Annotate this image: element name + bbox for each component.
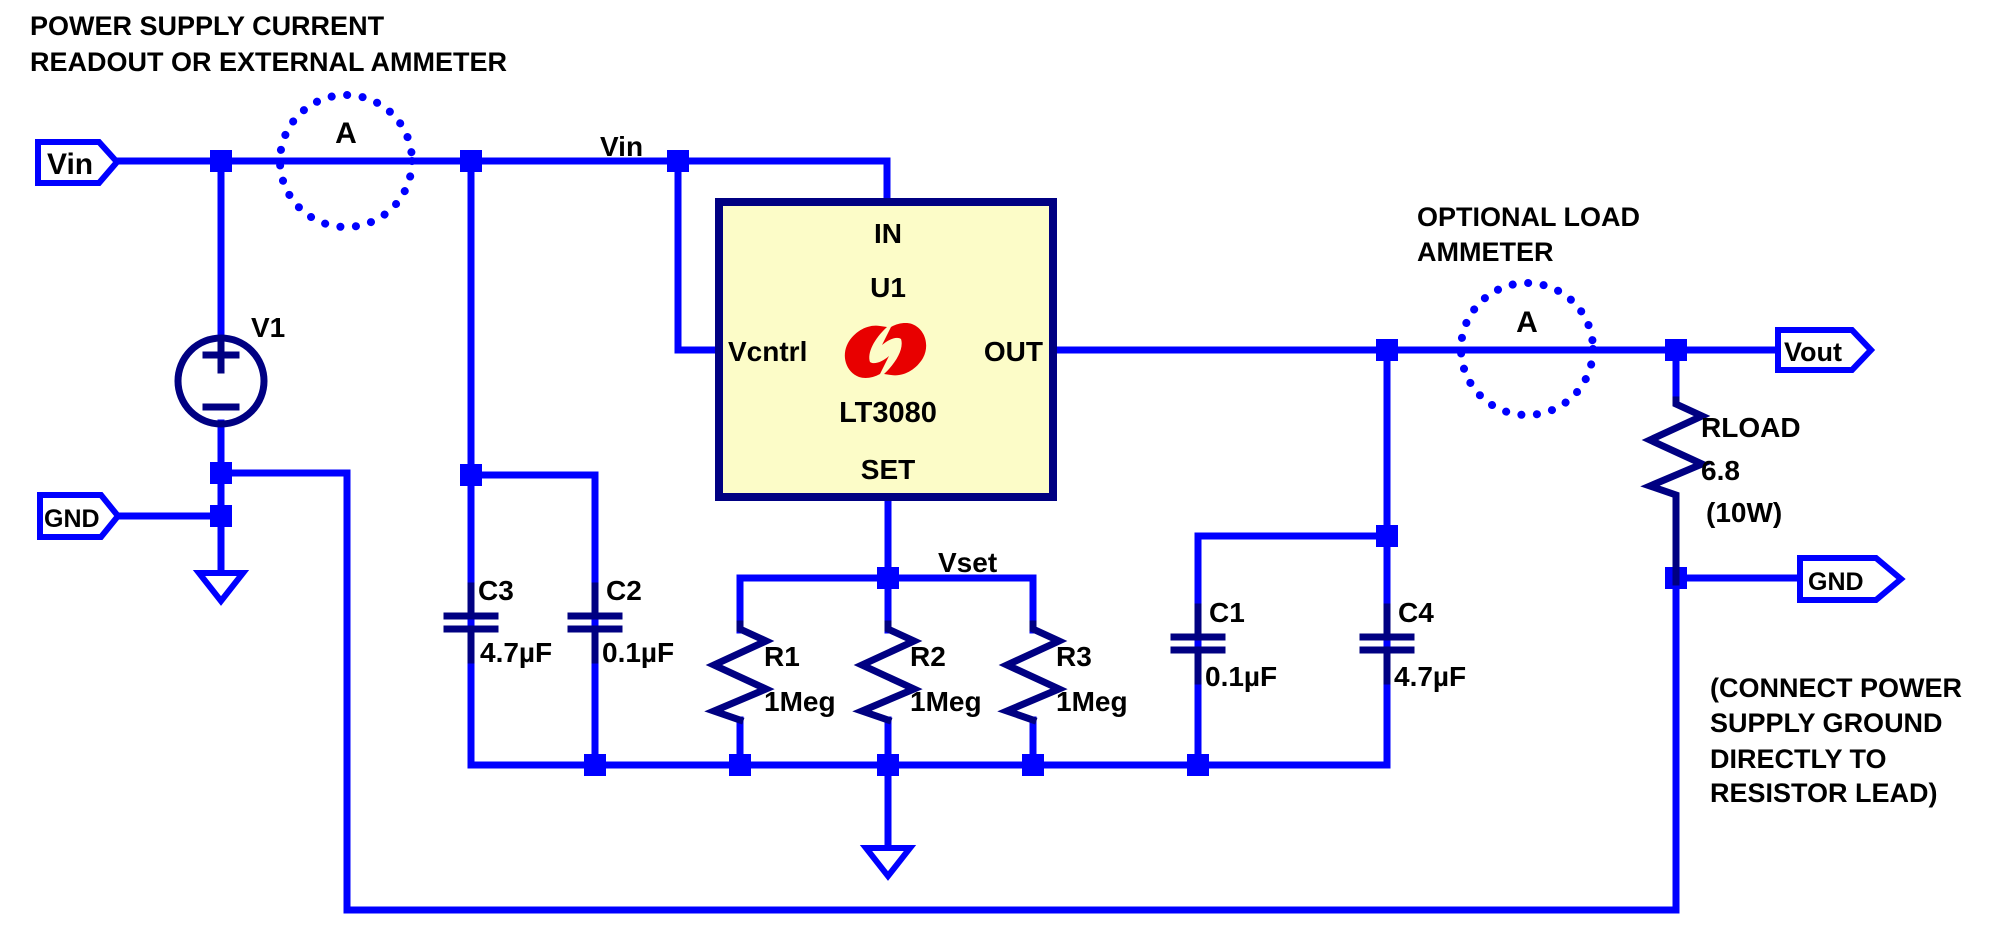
ic-pin-in-label: IN [874, 218, 902, 249]
c4-ref-label: C4 [1398, 597, 1434, 628]
resistor-r1[interactable]: R1 1Meg [704, 620, 836, 725]
ammeter-load-caption-2: AMMETER [1417, 237, 1554, 267]
c2-value-label: 0.1µF [602, 637, 674, 668]
ammeter-load: A OPTIONAL LOAD AMMETER [1417, 202, 1640, 419]
note-line-1: (CONNECT POWER [1710, 673, 1962, 703]
net-label-vset: Vset [938, 547, 997, 578]
junctions [210, 150, 1687, 776]
wire-vin-rail[interactable] [113, 157, 891, 206]
junction [1665, 339, 1687, 361]
port-gnd-right[interactable]: GND [1797, 555, 1906, 603]
c3-ref-label: C3 [478, 575, 514, 606]
r1-value-label: 1Meg [764, 686, 836, 717]
linear-technology-logo-icon [844, 323, 927, 378]
junction [210, 505, 232, 527]
c4-value-label: 4.7µF [1394, 661, 1466, 692]
ammeter-circle-icon [276, 91, 416, 231]
ammeter-symbol: A [1516, 306, 1538, 339]
junction [667, 150, 689, 172]
junction [210, 150, 232, 172]
title-line-1: POWER SUPPLY CURRENT [30, 11, 385, 41]
junction [460, 464, 482, 486]
v1-ref-label: V1 [251, 312, 285, 343]
resistor-r2[interactable]: R2 1Meg [852, 620, 982, 725]
ground-symbol-left [192, 570, 250, 606]
note-line-4: RESISTOR LEAD) [1710, 778, 1938, 808]
port-gnd-left[interactable]: GND [37, 492, 122, 540]
r3-value-label: 1Meg [1056, 686, 1128, 717]
ic-pin-out-label: OUT [984, 336, 1043, 367]
junction [1022, 754, 1044, 776]
capacitor-c3[interactable]: C3 4.7µF [443, 575, 552, 668]
port-gnd-left-label: GND [44, 505, 100, 533]
ammeter-load-caption-1: OPTIONAL LOAD [1417, 202, 1640, 232]
junction [1376, 525, 1398, 547]
c2-ref-label: C2 [606, 575, 642, 606]
rload-value-label: 6.8 [1701, 455, 1740, 486]
ic-pin-vcntrl-label: Vcntrl [728, 336, 807, 367]
junction [460, 150, 482, 172]
wire-c2-branch[interactable] [467, 471, 599, 769]
ic-ref-label: U1 [870, 272, 906, 303]
ic-lt3080[interactable]: IN U1 Vcntrl OUT LT3080 SET [715, 198, 1057, 501]
port-vout-label: Vout [1784, 337, 1842, 367]
junction [877, 754, 899, 776]
net-label-vin: Vin [600, 131, 643, 162]
plus-icon [202, 336, 240, 374]
voltage-source-v1[interactable]: V1 [174, 312, 285, 428]
r1-ref-label: R1 [764, 641, 800, 672]
title-line-2: READOUT OR EXTERNAL AMMETER [30, 47, 507, 77]
junction [877, 567, 899, 589]
capacitor-c4[interactable]: C4 4.7µF [1359, 597, 1466, 692]
port-gnd-right-label: GND [1808, 568, 1864, 596]
note-line-3: DIRECTLY TO [1710, 744, 1887, 774]
c1-value-label: 0.1µF [1205, 661, 1277, 692]
c1-ref-label: C1 [1209, 597, 1245, 628]
ic-pin-set-label: SET [861, 454, 915, 485]
c3-value-label: 4.7µF [480, 637, 552, 668]
capacitor-c1[interactable]: C1 0.1µF [1170, 597, 1277, 692]
ammeter-circle-icon [1457, 279, 1597, 419]
port-vin[interactable]: Vin [35, 139, 121, 186]
ic-part-label: LT3080 [839, 397, 937, 429]
junction [210, 462, 232, 484]
rload-ref-label: RLOAD [1701, 412, 1801, 443]
port-vout[interactable]: Vout [1775, 327, 1876, 373]
r2-ref-label: R2 [910, 641, 946, 672]
wire-vcntrl[interactable] [674, 157, 723, 354]
wire-c1-branch[interactable] [1194, 532, 1391, 769]
wire-c4-and-midrail[interactable] [467, 346, 1391, 769]
capacitor-c2[interactable]: C2 0.1µF [567, 575, 674, 668]
resistor-r3[interactable]: R3 1Meg [997, 620, 1128, 725]
wire-bottom-return[interactable] [217, 469, 1680, 914]
resistor-rload[interactable]: RLOAD 6.8 (10W) [1640, 396, 1801, 586]
junction [1187, 754, 1209, 776]
junction [729, 754, 751, 776]
ammeter-supply: A [276, 91, 416, 231]
r3-ref-label: R3 [1056, 641, 1092, 672]
rload-power-label: (10W) [1706, 497, 1782, 528]
ground-symbol-mid [859, 845, 917, 881]
note-line-2: SUPPLY GROUND [1710, 708, 1943, 738]
ammeter-symbol: A [335, 117, 357, 150]
port-vin-label: Vin [47, 148, 93, 181]
r2-value-label: 1Meg [910, 686, 982, 717]
junction [584, 754, 606, 776]
junction [1376, 339, 1398, 361]
